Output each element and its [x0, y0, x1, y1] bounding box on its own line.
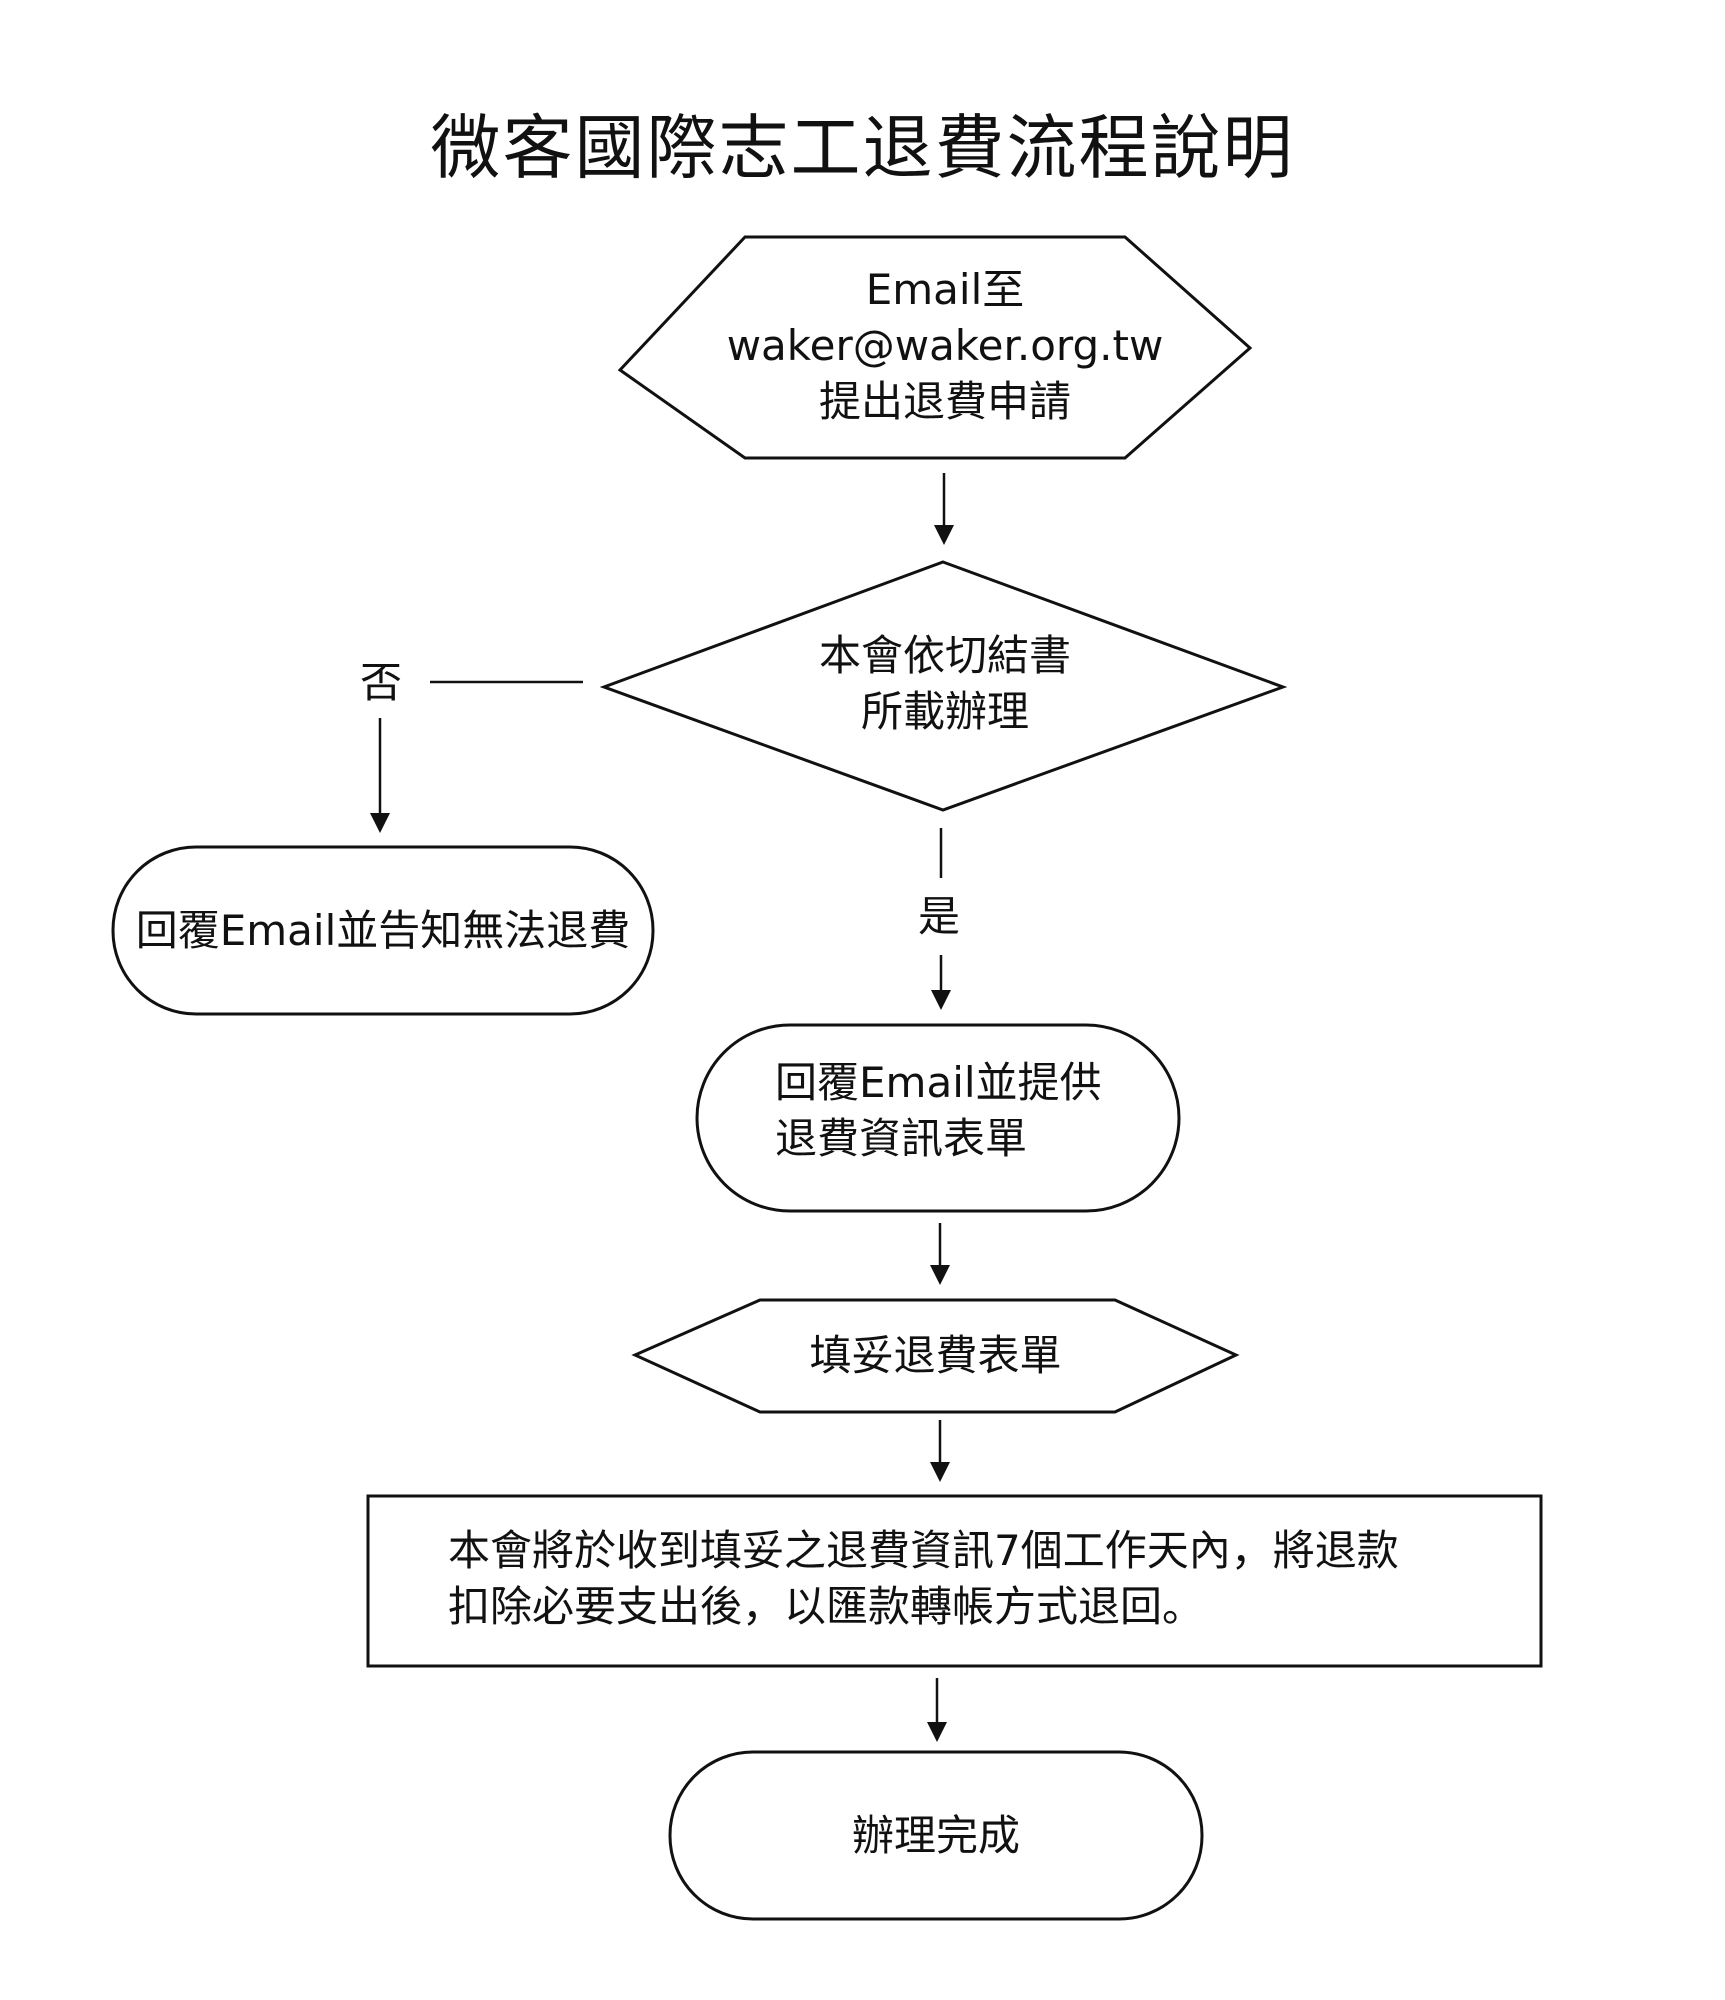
arrow-refund-to-done	[927, 1678, 947, 1742]
submit-line-1: Email至	[865, 265, 1025, 314]
yes-branch-label: 是	[918, 892, 961, 941]
fill-form-hexagon	[631, 1298, 1240, 1414]
fill-form-text: 填妥退費表單	[809, 1331, 1062, 1380]
provide-form-terminal	[695, 1023, 1181, 1213]
decision-diamond	[599, 560, 1288, 812]
submit-line-2: waker@waker.org.tw	[726, 321, 1164, 370]
decision-line-1: 本會依切結書	[818, 631, 1071, 680]
provide-form-text: 回覆Email並提供 退費資訊表單	[775, 1055, 1155, 1167]
done-terminal	[668, 1750, 1204, 1921]
page-title: 微客國際志工退費流程說明	[430, 107, 1295, 189]
refund-line-1: 本會將於收到填妥之退費資訊7個工作天內，將退款	[448, 1526, 1399, 1575]
arrow-no-to-reject	[370, 718, 390, 833]
provide-line-1: 回覆Email並提供	[775, 1058, 1102, 1107]
submit-request-text: Email至 waker@waker.org.tw 提出退費申請	[700, 262, 1190, 430]
arrow-fill-to-refund	[930, 1420, 950, 1482]
no-branch-label: 否	[360, 658, 403, 707]
done-text: 辦理完成	[851, 1811, 1020, 1860]
arrow-submit-to-decision	[934, 473, 954, 545]
reject-text: 回覆Email並告知無法退費	[135, 906, 631, 955]
decision-text: 本會依切結書 所載辦理	[740, 628, 1150, 740]
provide-line-2: 退費資訊表單	[775, 1114, 1028, 1163]
arrow-provide-to-fill	[930, 1223, 950, 1285]
refund-process-box	[366, 1494, 1543, 1668]
decision-line-2: 所載辦理	[860, 687, 1029, 736]
arrow-yes-to-provide-form	[931, 955, 951, 1010]
refund-line-2: 扣除必要支出後，以匯款轉帳方式退回。	[448, 1582, 1205, 1631]
reject-terminal	[111, 845, 655, 1016]
submit-request-hexagon	[617, 235, 1253, 460]
refund-process-text: 本會將於收到填妥之退費資訊7個工作天內，將退款 扣除必要支出後，以匯款轉帳方式退…	[448, 1523, 1508, 1635]
submit-line-3: 提出退費申請	[818, 377, 1071, 426]
